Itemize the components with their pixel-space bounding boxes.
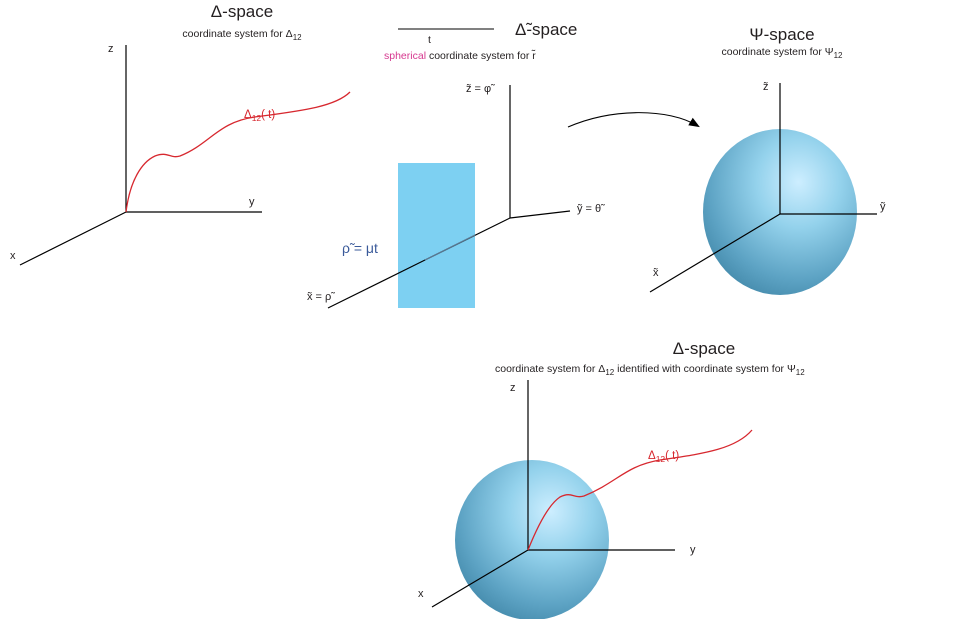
rho-region-rectangle — [398, 163, 475, 308]
subtitle-subscript: 12 — [834, 51, 843, 60]
y-tilde-axis — [509, 210, 571, 219]
subtitle-subscript: 12 — [293, 33, 302, 42]
x-axis — [19, 211, 127, 266]
psi-space-subtitle: coordinate system for Ψ12 — [722, 46, 844, 60]
delta-tilde-space-title: Δ̃-space — [515, 20, 577, 39]
delta-space-title: Δ-space — [211, 2, 273, 21]
curve-label-symbol: Δ — [648, 450, 656, 462]
y-axis-label: y — [249, 196, 255, 208]
mapping-arrow — [567, 112, 700, 128]
curve-label-subscript: 12 — [252, 113, 262, 123]
x-tilde-axis — [649, 213, 781, 293]
spherical-word: spherical — [384, 50, 426, 62]
curve-label-suffix: ( t) — [261, 109, 275, 121]
z-axis-label: z — [108, 43, 114, 55]
delta-space-panel: Δ-space coordinate system for Δ12 z y x … — [10, 2, 351, 266]
x-tilde-axis-in-rectangle — [424, 234, 476, 261]
delta-trajectory-curve — [125, 91, 351, 213]
x-axis — [431, 549, 529, 608]
subtitle-subscript-2: 12 — [796, 368, 805, 377]
y-tilde-axis-label: ỹ = θ̃ — [577, 203, 605, 215]
t-label: t — [428, 34, 431, 46]
y-axis-label: y — [690, 544, 696, 556]
x-tilde-axis-label: x̃ = ρ̃ — [307, 291, 335, 303]
x-axis-label: x — [418, 588, 424, 600]
x-tilde-axis-label: x̃ — [653, 267, 659, 279]
curve-label: Δ12( t) — [244, 109, 275, 123]
x-axis-label: x — [10, 250, 16, 262]
curve-label: Δ12( t) — [648, 450, 679, 464]
subtitle-subscript-1: 12 — [605, 368, 614, 377]
combined-subtitle: coordinate system for Δ12 identified wit… — [495, 363, 805, 377]
subtitle-prefix: coordinate system for Δ — [182, 28, 292, 40]
y-tilde-axis-label: ỹ — [880, 201, 886, 213]
psi-space-panel: Ψ-space coordinate system for Ψ12 z̃ ỹ x… — [649, 25, 886, 295]
z-axis-label: z — [510, 382, 516, 394]
curve-label-subscript: 12 — [656, 454, 666, 464]
x-tilde-axis-lower — [327, 259, 426, 309]
delta-tilde-space-subtitle: spherical coordinate system for r̃ — [384, 49, 536, 62]
combined-delta-space-panel: Δ-space coordinate system for Δ12 identi… — [418, 339, 805, 619]
rho-equation-label: ρ̃ = μt — [342, 240, 378, 256]
subtitle-prefix: coordinate system for Ψ — [722, 46, 834, 58]
subtitle-prefix: coordinate system for Δ — [495, 363, 605, 375]
z-tilde-axis-label: z̃ = φ̃ — [466, 83, 495, 95]
subtitle-rest: coordinate system for r̃ — [429, 49, 536, 62]
curve-label-symbol: Δ — [244, 109, 252, 121]
delta-trajectory-curve — [527, 429, 753, 551]
combined-title: Δ-space — [673, 339, 735, 358]
psi-space-title: Ψ-space — [749, 25, 814, 44]
delta-tilde-space-panel: t Δ̃-space spherical coordinate system f… — [307, 20, 700, 309]
subtitle-middle: identified with coordinate system for Ψ — [614, 363, 796, 375]
z-tilde-axis-label: z̃ — [763, 81, 769, 93]
delta-space-subtitle: coordinate system for Δ12 — [182, 28, 302, 42]
curve-label-suffix: ( t) — [665, 450, 679, 462]
